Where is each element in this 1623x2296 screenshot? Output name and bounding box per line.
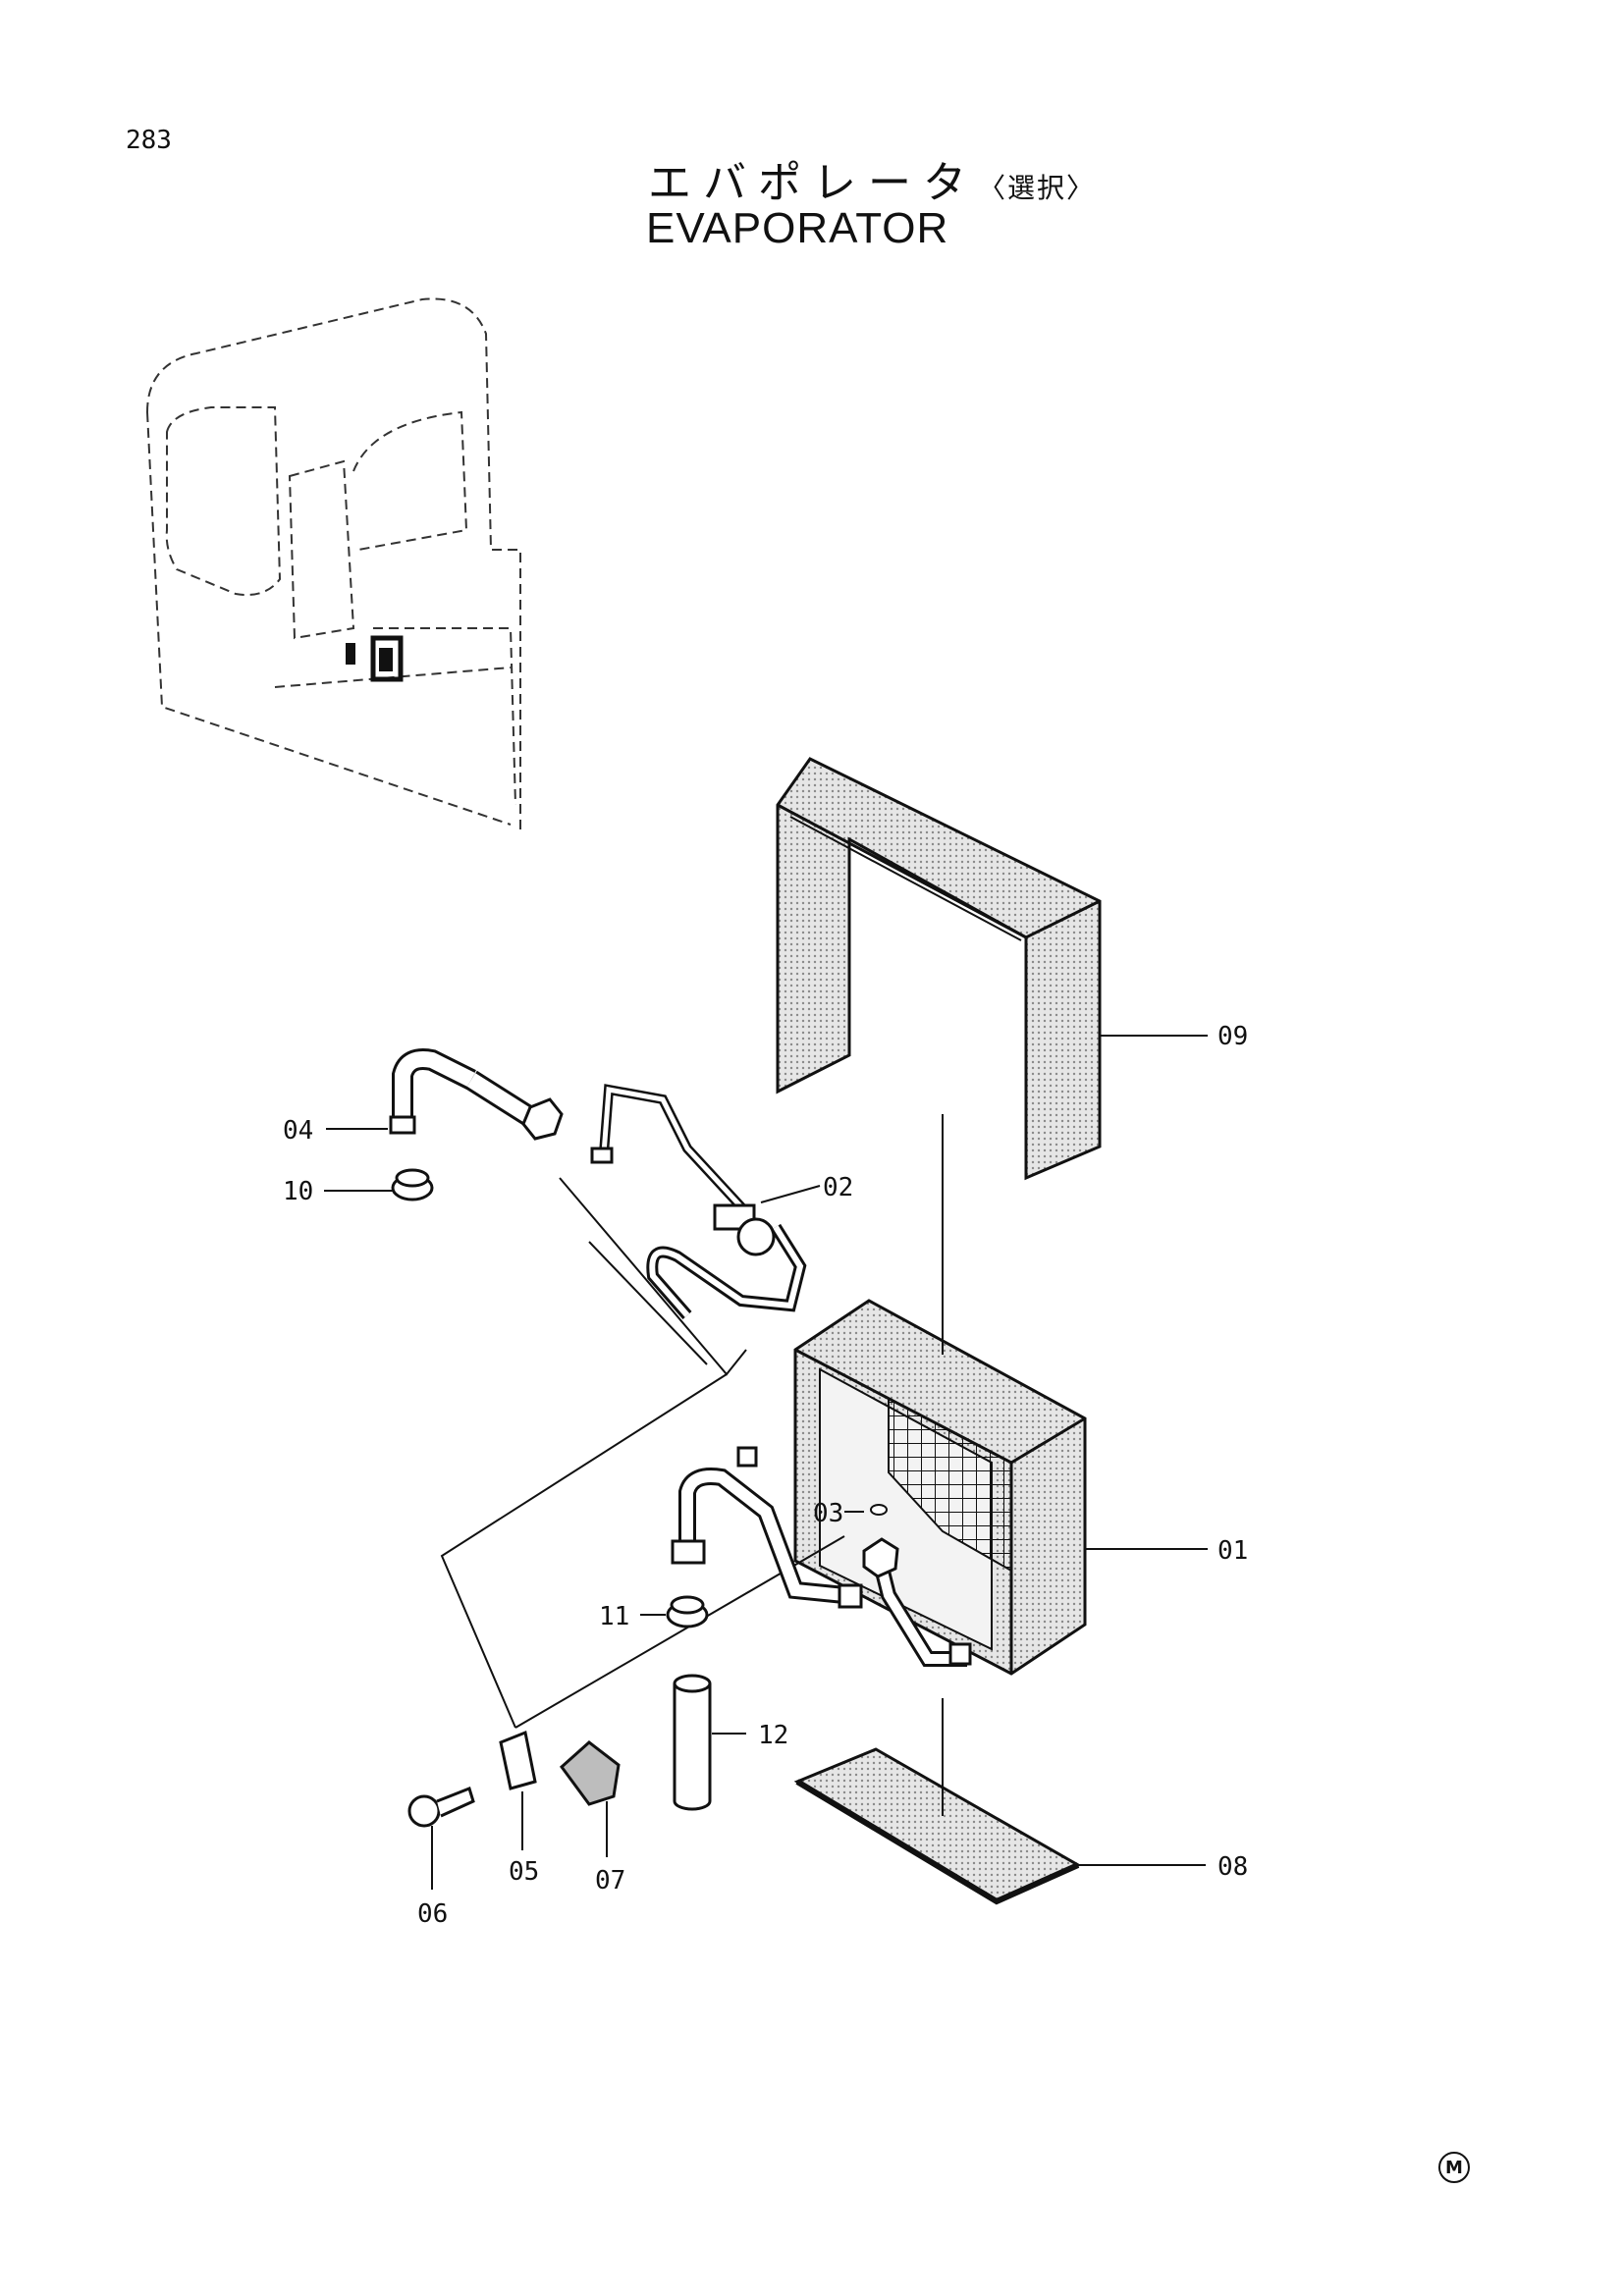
- part-10-clamp: [391, 1168, 434, 1201]
- title-jp-note: 〈選択〉: [978, 172, 1097, 204]
- cab-evaporator-location-icon: [346, 635, 404, 682]
- refrigerant-pipes: [392, 1048, 967, 1667]
- leader-lines: [324, 1035, 1208, 1890]
- part-06-bolt: [407, 1787, 475, 1828]
- page-number: 283: [126, 126, 172, 155]
- callout-12: 12: [758, 1721, 788, 1750]
- part-09-cover: [776, 757, 1102, 1181]
- callout-01: 01: [1217, 1536, 1248, 1566]
- part-12-receiver: [673, 1674, 712, 1811]
- callout-10: 10: [283, 1177, 313, 1206]
- callout-02: 02: [823, 1173, 853, 1202]
- part-01-evaporator-core: [793, 1299, 1087, 1676]
- callout-07: 07: [595, 1866, 625, 1896]
- part-03-plug: [870, 1504, 888, 1516]
- manufacturer-mark: M: [1438, 2152, 1470, 2183]
- assembly-lines: [440, 1114, 944, 1816]
- part-08-drain-pan: [793, 1747, 1082, 1905]
- callout-11: 11: [599, 1602, 629, 1631]
- callout-05: 05: [509, 1857, 539, 1887]
- callout-04: 04: [283, 1116, 313, 1146]
- callout-06: 06: [417, 1899, 448, 1929]
- fittings: [389, 1097, 972, 1666]
- callout-09: 09: [1217, 1022, 1248, 1051]
- callout-03: 03: [813, 1499, 843, 1528]
- part-05-bracket: [499, 1730, 537, 1790]
- title-jp-text: エバポレータ: [648, 158, 978, 208]
- title-english: EVAPORATOR: [646, 204, 949, 252]
- part-07-clip: [559, 1740, 621, 1806]
- cab-outline: [146, 297, 521, 834]
- callout-08: 08: [1217, 1852, 1248, 1882]
- part-11-clamp: [666, 1595, 709, 1629]
- title-japanese: エバポレータ〈選択〉: [648, 147, 1096, 210]
